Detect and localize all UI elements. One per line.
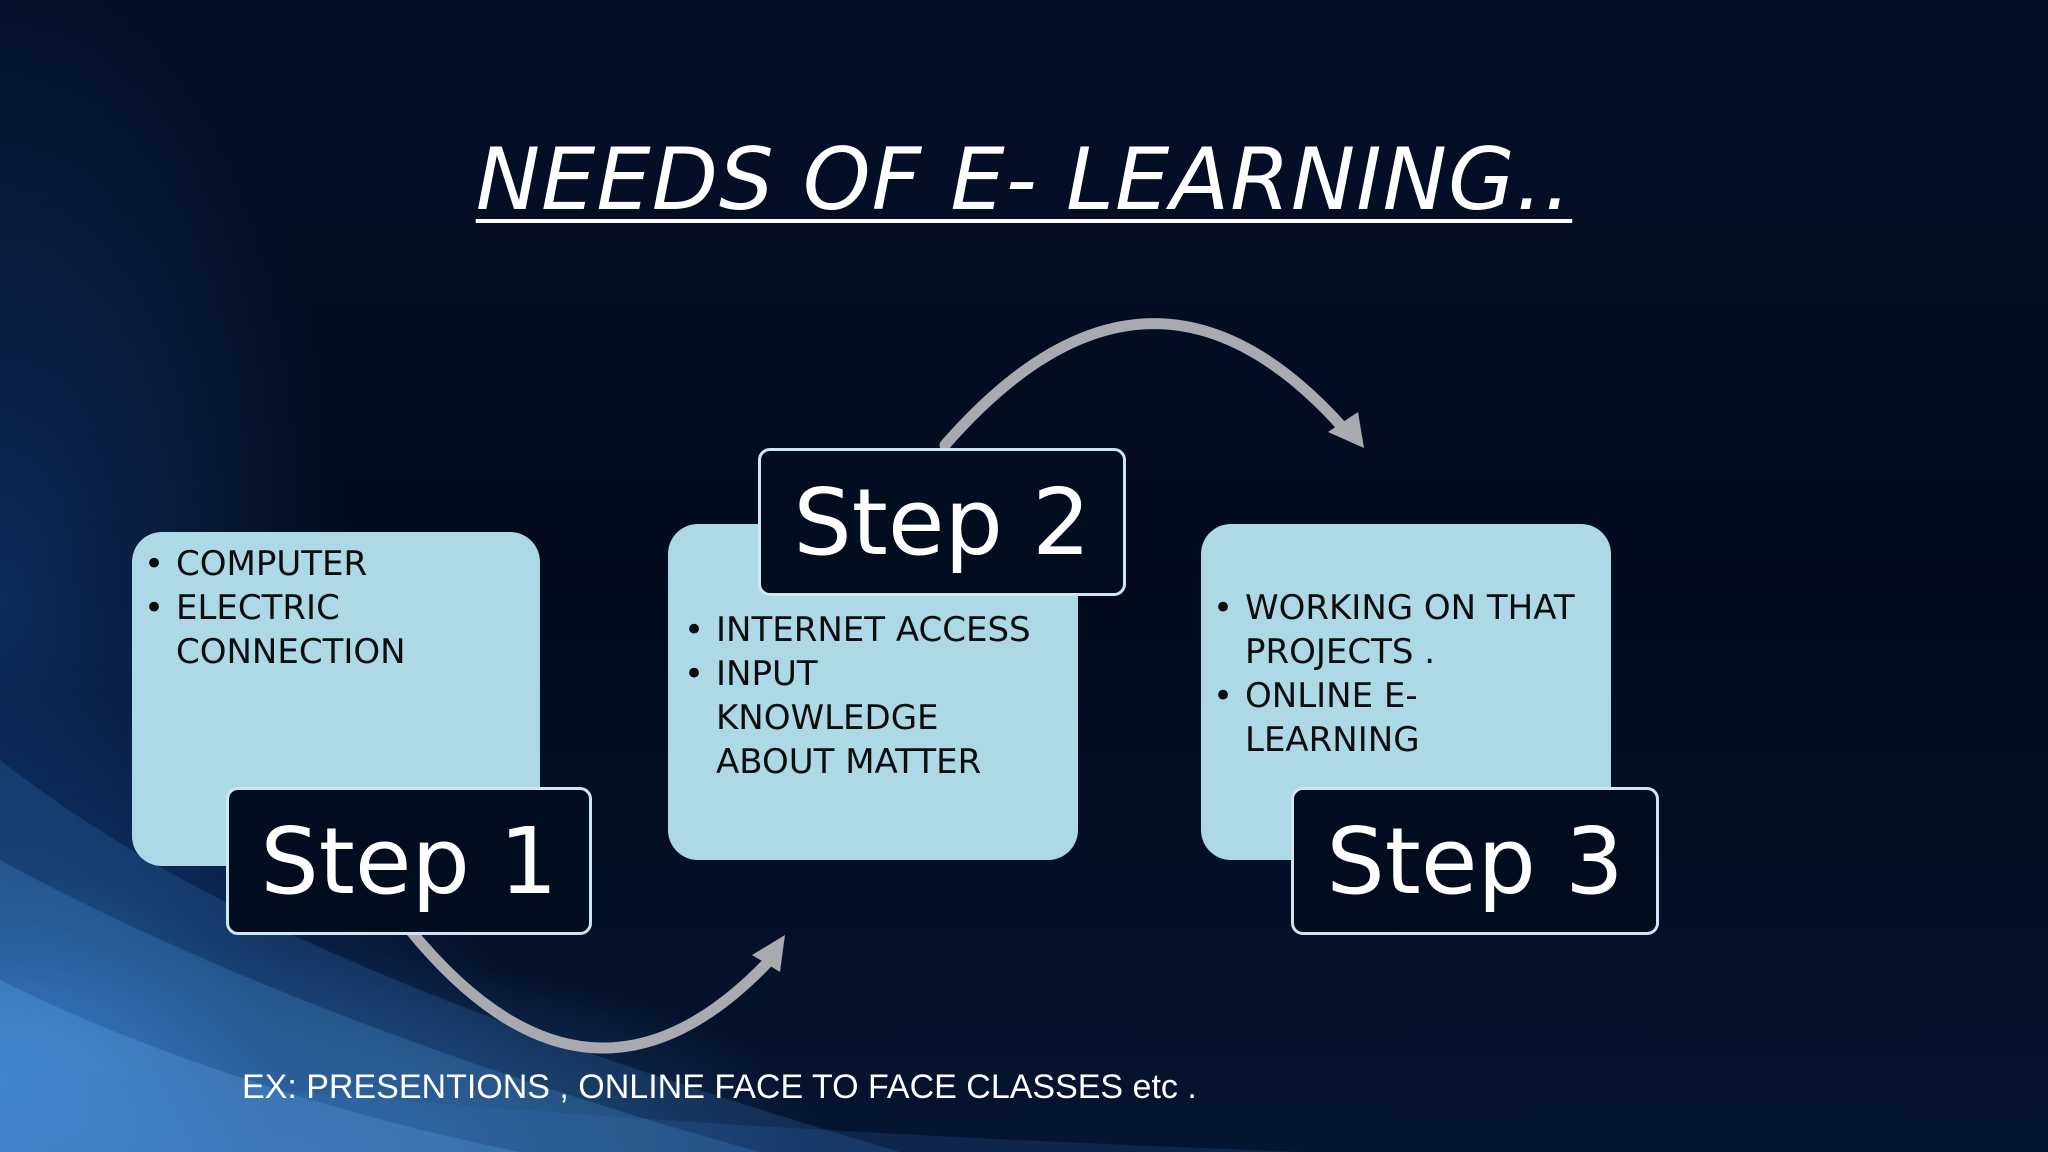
step1-item: ELECTRIC CONNECTION bbox=[132, 586, 524, 674]
step2-label-box: Step 2 bbox=[758, 448, 1126, 596]
step3-label-box: Step 3 bbox=[1291, 787, 1659, 935]
step1-label: Step 1 bbox=[260, 807, 558, 915]
step3-label: Step 3 bbox=[1326, 807, 1624, 915]
slide-title-text: NEEDS OF E- LEARNING.. bbox=[475, 130, 1573, 230]
arrow-step2-to-step3 bbox=[939, 318, 1351, 451]
step2-list: INTERNET ACCESS INPUT KNOWLEDGE ABOUT MA… bbox=[672, 608, 1062, 784]
step3-item: ONLINE E-LEARNING bbox=[1201, 674, 1595, 762]
step1-item: COMPUTER bbox=[132, 542, 524, 586]
step1-label-box: Step 1 bbox=[226, 787, 592, 935]
step2-item: INTERNET ACCESS bbox=[672, 608, 1062, 652]
step3-list: WORKING ON THAT PROJECTS . ONLINE E-LEAR… bbox=[1201, 586, 1595, 762]
step3-item: WORKING ON THAT PROJECTS . bbox=[1201, 586, 1595, 674]
step1-list: COMPUTER ELECTRIC CONNECTION bbox=[132, 542, 524, 674]
arrow-head-step2 bbox=[752, 935, 785, 972]
step2-label: Step 2 bbox=[793, 468, 1091, 576]
step2-item: INPUT KNOWLEDGE ABOUT MATTER bbox=[672, 652, 1062, 784]
footer-note: EX: PRESENTIONS , ONLINE FACE TO FACE CL… bbox=[242, 1068, 1197, 1106]
arrow-head-step3 bbox=[1328, 412, 1364, 448]
slide-title: NEEDS OF E- LEARNING.. bbox=[0, 130, 2048, 230]
arrow-step1-to-step2 bbox=[404, 924, 776, 1054]
